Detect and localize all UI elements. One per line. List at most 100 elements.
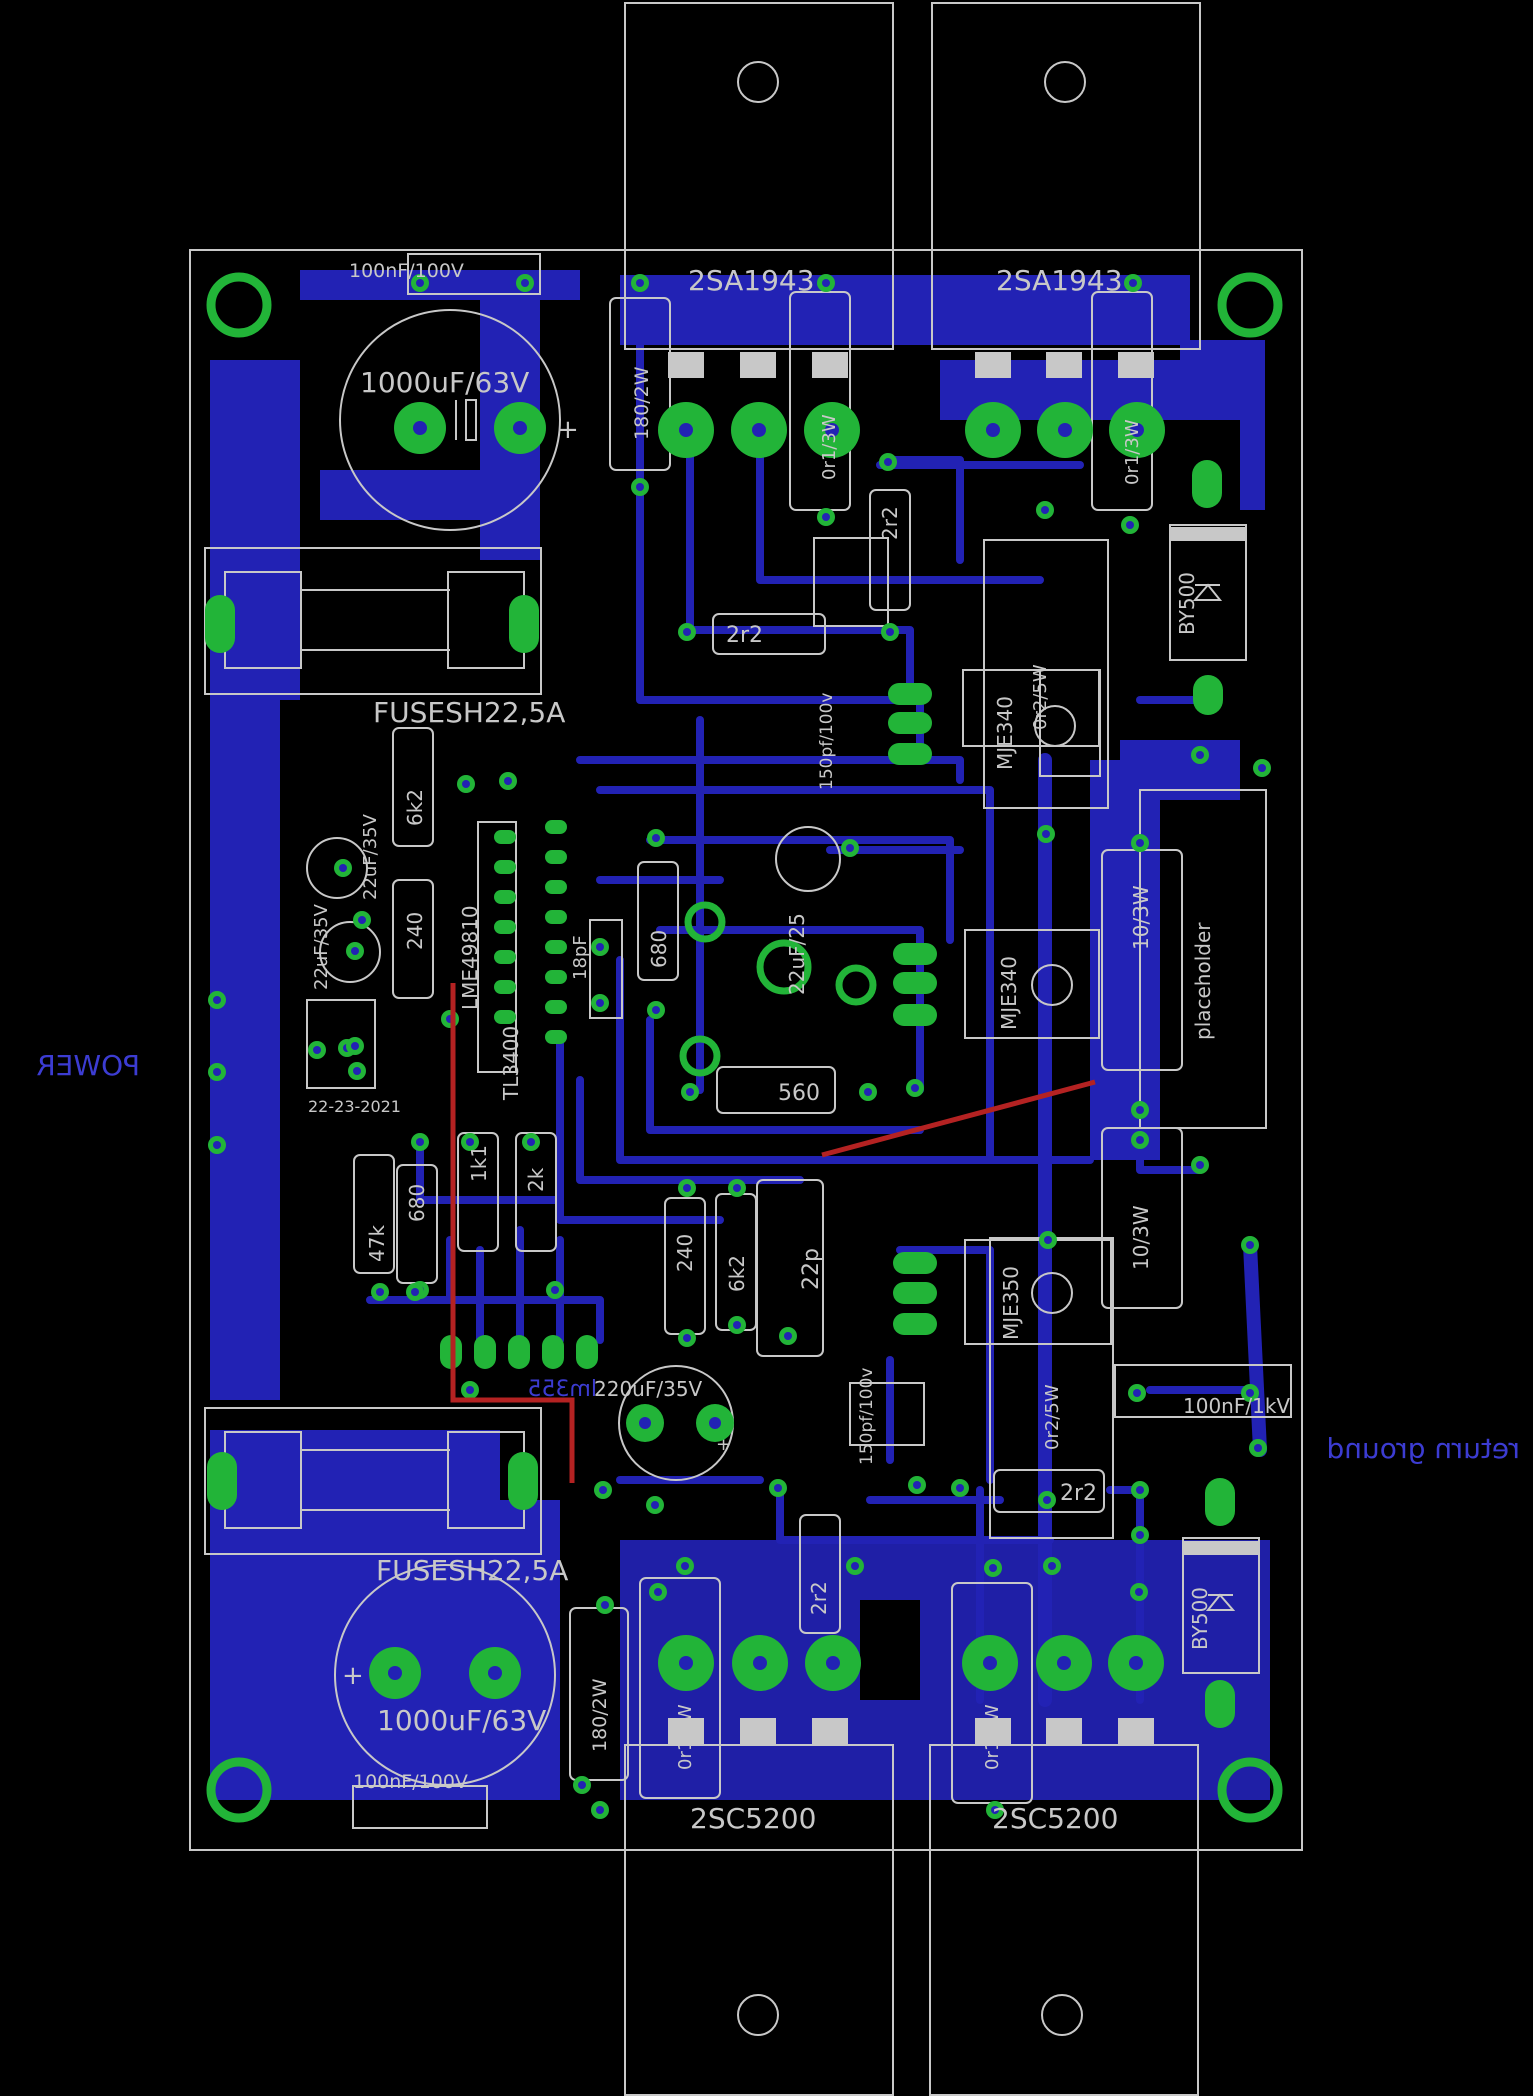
- label-cap-150p-1: 150pf/100v: [817, 693, 837, 790]
- label-r-0r1-3: 0r1/3W: [675, 1704, 696, 1770]
- via-hole: [376, 1288, 384, 1296]
- driver-transistors: [477, 669, 1112, 1345]
- capacitors-22uf-small: [306, 826, 841, 983]
- label-r-0r2-bottom: 0r2/5W: [1042, 1384, 1063, 1450]
- diode-bottom: [1183, 1541, 1259, 1611]
- via-hole: [636, 279, 644, 287]
- via-hole: [1129, 279, 1137, 287]
- via-hole: [1042, 830, 1050, 838]
- via-hole: [989, 1564, 997, 1572]
- label-cap-22u-a: 22uF/35V: [360, 813, 381, 900]
- via-hole: [1136, 1531, 1144, 1539]
- via-hole: [686, 1088, 694, 1096]
- label-conn: 22-23-2021: [308, 1097, 401, 1116]
- via-hole: [651, 1501, 659, 1509]
- via-hole: [846, 844, 854, 852]
- label-q-top-left: 2SA1943: [688, 264, 815, 297]
- transistor-bodies-top: [624, 2, 1201, 378]
- via-hole: [774, 1484, 782, 1492]
- via-hole: [1135, 1588, 1143, 1596]
- via-hole: [1043, 1496, 1051, 1504]
- via-hole: [1136, 1106, 1144, 1114]
- via-hole: [527, 1138, 535, 1146]
- label-cap-22u-25: 22uF/25: [785, 913, 809, 995]
- label-cap-1000u-top: 1000uF/63V: [360, 366, 529, 399]
- label-cap-22u-b: 22uF/35V: [311, 903, 332, 990]
- via-hole: [683, 628, 691, 636]
- label-fuse-bottom: FUSESH22,5A: [376, 1554, 568, 1587]
- svg-text:+: +: [557, 415, 579, 445]
- label-r-180-top: 180/2W: [631, 366, 653, 440]
- label-r-2r2-h1: 2r2: [726, 623, 763, 648]
- label-cap-18pf: 18pF: [570, 935, 591, 980]
- via-hole: [956, 1484, 964, 1492]
- label-q-top-right: 2SA1943: [996, 264, 1123, 297]
- label-fuse-top: FUSESH22,5A: [373, 696, 565, 729]
- label-r-2r2-v2: 2r2: [807, 1581, 831, 1615]
- label-r-180-bottom: 180/2W: [589, 1678, 611, 1752]
- label-r-47k: 47k: [365, 1225, 389, 1262]
- label-placeholder: placeholder: [1191, 922, 1215, 1040]
- label-lm355: lm355: [527, 1377, 597, 1402]
- label-cap-150p-2: 150pf/100v: [857, 1368, 877, 1465]
- via-hole: [551, 1286, 559, 1294]
- via-hole: [351, 947, 359, 955]
- label-cap-100n-bottom: 100nF/100V: [353, 1771, 468, 1793]
- via-hole: [596, 999, 604, 1007]
- via-hole: [466, 1386, 474, 1394]
- via-hole: [339, 864, 347, 872]
- label-cap-22p: 22p: [799, 1248, 824, 1290]
- via-hole: [416, 279, 424, 287]
- label-power: POWER: [36, 1049, 140, 1082]
- power-pads: [205, 402, 1235, 1728]
- via-hole: [596, 1806, 604, 1814]
- via-hole: [884, 458, 892, 466]
- label-q-bot-right: 2SC5200: [992, 1802, 1118, 1835]
- via-hole: [213, 1141, 221, 1149]
- label-r-10-3w-bottom: 10/3W: [1129, 1205, 1153, 1270]
- via-hole: [733, 1184, 741, 1192]
- via-hole: [681, 1562, 689, 1570]
- label-ic-tl: TL3400: [499, 1026, 523, 1101]
- via-hole: [504, 777, 512, 785]
- via-hole: [1258, 764, 1266, 772]
- mounting-holes: [206, 272, 1283, 1823]
- label-r-560: 560: [778, 1081, 820, 1106]
- label-diode-top: BY500: [1175, 572, 1199, 635]
- via-hole: [596, 943, 604, 951]
- via-hole: [353, 1067, 361, 1075]
- via-hole: [1048, 1562, 1056, 1570]
- label-r-0r1-4: 0r1/3W: [982, 1704, 1003, 1770]
- via-hole: [683, 1334, 691, 1342]
- label-return-ground: return ground: [1326, 1432, 1520, 1465]
- via-hole: [1126, 521, 1134, 529]
- via-hole: [851, 1562, 859, 1570]
- via-hole: [416, 1138, 424, 1146]
- via-hole: [822, 279, 830, 287]
- label-r-240-a: 240: [403, 912, 427, 950]
- via-hole: [462, 780, 470, 788]
- via-hole: [601, 1601, 609, 1609]
- via-hole: [521, 279, 529, 287]
- label-cap-100n-top: 100nF/100V: [349, 260, 464, 282]
- vias: [208, 274, 1271, 1819]
- via-hole: [652, 834, 660, 842]
- label-r-680-b: 680: [405, 1184, 429, 1222]
- via-hole: [213, 1068, 221, 1076]
- board-outline: [189, 249, 1303, 1851]
- label-r-0r1-2: 0r1/3W: [1122, 419, 1143, 485]
- top-layer-wires: [450, 983, 1096, 1483]
- via-hole: [652, 1006, 660, 1014]
- label-r-10-3w-top: 10/3W: [1129, 885, 1153, 950]
- diode-top: [1169, 524, 1247, 661]
- label-mje340-a: MJE340: [993, 696, 1017, 770]
- label-r-0r2-top: 0r2/5W: [1030, 664, 1051, 730]
- label-diode-bottom: BY500: [1188, 1587, 1212, 1650]
- driver-pads: [440, 683, 937, 1369]
- via-hole: [599, 1486, 607, 1494]
- via-hole: [991, 1806, 999, 1814]
- via-hole: [313, 1046, 321, 1054]
- label-mje340-b: MJE340: [997, 956, 1021, 1030]
- via-hole: [913, 1481, 921, 1489]
